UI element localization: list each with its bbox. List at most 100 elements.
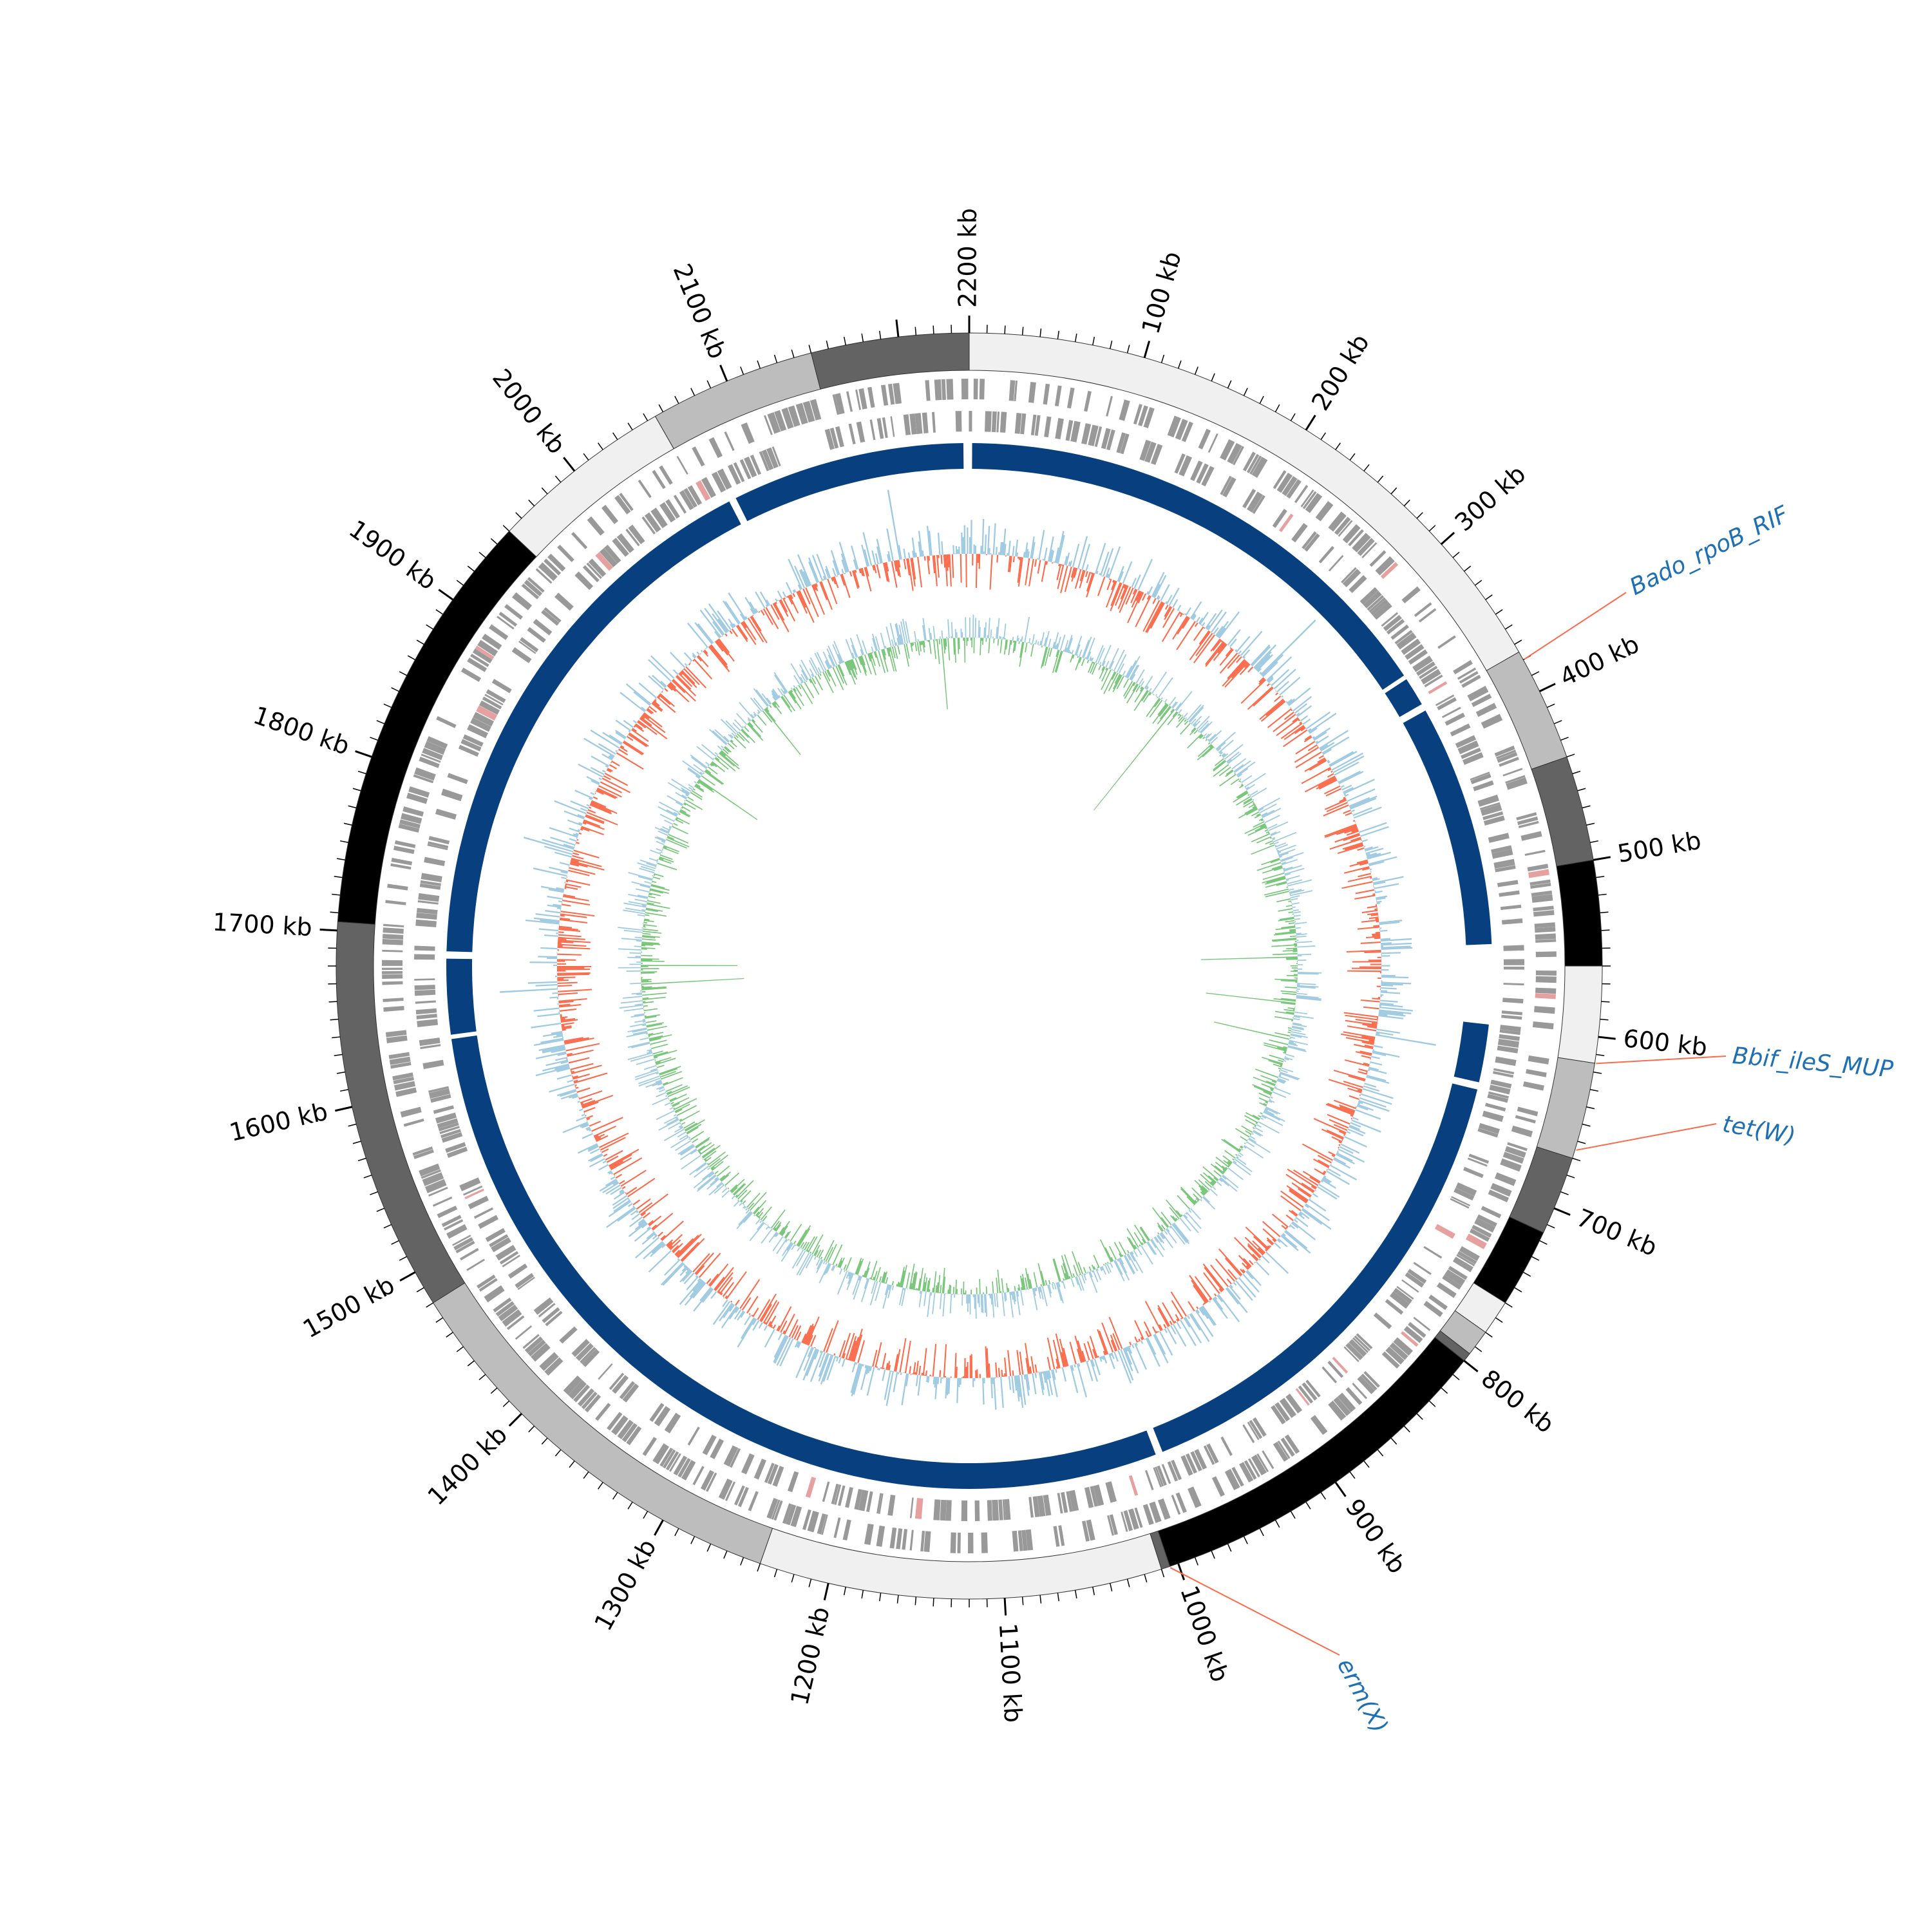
signal-bar bbox=[788, 691, 797, 704]
gene-block bbox=[788, 405, 800, 427]
signal-bar bbox=[633, 691, 651, 706]
signal-bar bbox=[558, 1003, 571, 1007]
signal-bar bbox=[1224, 661, 1249, 688]
signal-bar bbox=[1151, 572, 1165, 597]
signal-bar bbox=[1199, 612, 1209, 625]
signal-bar bbox=[1288, 687, 1311, 706]
signal-bar bbox=[1281, 695, 1283, 698]
signal-bar bbox=[615, 732, 626, 740]
gene-block bbox=[1171, 1495, 1181, 1515]
signal-bar bbox=[785, 1239, 788, 1243]
signal-bar bbox=[1284, 1057, 1289, 1061]
signal-bar bbox=[827, 669, 837, 687]
signal-bar bbox=[1240, 679, 1267, 704]
signal-bar bbox=[965, 617, 967, 638]
signal-bar bbox=[1343, 797, 1346, 799]
signal-bar bbox=[650, 1045, 652, 1046]
signal-bar bbox=[1363, 1006, 1379, 1010]
gene-block bbox=[1150, 444, 1163, 465]
signal-bar bbox=[1187, 1211, 1188, 1212]
signal-bar bbox=[571, 1070, 574, 1074]
signal-bar bbox=[1258, 797, 1280, 811]
signal-bar bbox=[849, 1340, 857, 1361]
signal-bar bbox=[634, 1019, 646, 1023]
signal-bar bbox=[1005, 639, 1008, 650]
signal-bar bbox=[1185, 717, 1187, 719]
signal-bar bbox=[851, 652, 855, 659]
signal-bar bbox=[923, 640, 925, 648]
signal-bar bbox=[557, 979, 569, 981]
gene-block bbox=[486, 689, 506, 703]
minor-tick bbox=[674, 1528, 679, 1537]
signal-bar bbox=[766, 1224, 768, 1226]
signal-bar bbox=[1137, 1340, 1140, 1342]
signal-bar bbox=[1200, 1173, 1214, 1186]
gene-block bbox=[502, 1309, 522, 1327]
signal-bar bbox=[1289, 930, 1296, 932]
signal-bar bbox=[736, 1211, 752, 1229]
signal-bar bbox=[556, 933, 559, 934]
signal-bar bbox=[1210, 1163, 1224, 1175]
gene-block bbox=[724, 1481, 736, 1501]
signal-bar bbox=[641, 951, 642, 953]
gene-block bbox=[741, 1453, 755, 1475]
minor-tick bbox=[1546, 703, 1555, 708]
signal-bar bbox=[642, 1001, 646, 1003]
gene-block bbox=[914, 1498, 923, 1519]
signal-bar bbox=[1199, 1307, 1209, 1320]
gene-block bbox=[1535, 933, 1557, 940]
signal-bar bbox=[735, 625, 748, 642]
signal-bar bbox=[649, 889, 663, 894]
signal-bar bbox=[1291, 902, 1293, 904]
signal-bar bbox=[732, 722, 741, 731]
gene-block bbox=[1058, 1525, 1065, 1546]
signal-bar bbox=[790, 594, 793, 600]
signal-bar bbox=[632, 1205, 635, 1208]
gene-block bbox=[854, 1488, 863, 1510]
signal-bar bbox=[1243, 1146, 1247, 1149]
signal-bar bbox=[1327, 773, 1334, 778]
minor-tick bbox=[1390, 487, 1397, 495]
signal-bar bbox=[1227, 1168, 1244, 1180]
minor-tick bbox=[1403, 499, 1410, 507]
signal-bar bbox=[765, 604, 768, 607]
signal-bar bbox=[1253, 644, 1277, 668]
signal-bar bbox=[1295, 741, 1316, 755]
signal-bar bbox=[1283, 1231, 1285, 1233]
signal-bar bbox=[1018, 1287, 1019, 1291]
gene-block bbox=[453, 1237, 474, 1251]
signal-bar bbox=[705, 769, 712, 774]
gene-block bbox=[644, 512, 661, 533]
signal-bar bbox=[866, 1365, 870, 1375]
signal-bar bbox=[1280, 1190, 1304, 1208]
signal-bar bbox=[860, 1278, 870, 1302]
signal-bar bbox=[1045, 1280, 1048, 1285]
signal-bar bbox=[1038, 1287, 1041, 1293]
signal-bar bbox=[1374, 908, 1378, 911]
minor-tick bbox=[896, 1595, 899, 1604]
signal-bar bbox=[1293, 974, 1298, 976]
gene-block bbox=[1043, 1494, 1052, 1516]
signal-bar bbox=[1191, 724, 1193, 725]
signal-bar bbox=[611, 761, 612, 764]
signal-bar bbox=[553, 964, 558, 966]
signal-bar bbox=[1357, 926, 1380, 930]
minor-tick bbox=[1586, 1106, 1595, 1110]
signal-bar bbox=[1253, 1086, 1273, 1095]
signal-bar bbox=[598, 785, 622, 798]
signal-bar bbox=[1309, 734, 1311, 735]
signal-bar bbox=[623, 719, 634, 728]
signal-bar bbox=[802, 571, 811, 587]
signal-bar bbox=[632, 720, 637, 724]
signal-bar bbox=[1175, 609, 1177, 611]
signal-bar bbox=[632, 1028, 647, 1033]
gene-block bbox=[1284, 1434, 1300, 1454]
signal-bar bbox=[1189, 706, 1204, 723]
signal-bar bbox=[846, 1257, 852, 1271]
gene-block bbox=[476, 705, 498, 721]
signal-bar bbox=[589, 1121, 601, 1127]
signal-bar bbox=[562, 896, 564, 898]
signal-bar bbox=[1054, 1283, 1057, 1290]
gene-block bbox=[1348, 529, 1364, 547]
signal-bar bbox=[1353, 815, 1354, 818]
